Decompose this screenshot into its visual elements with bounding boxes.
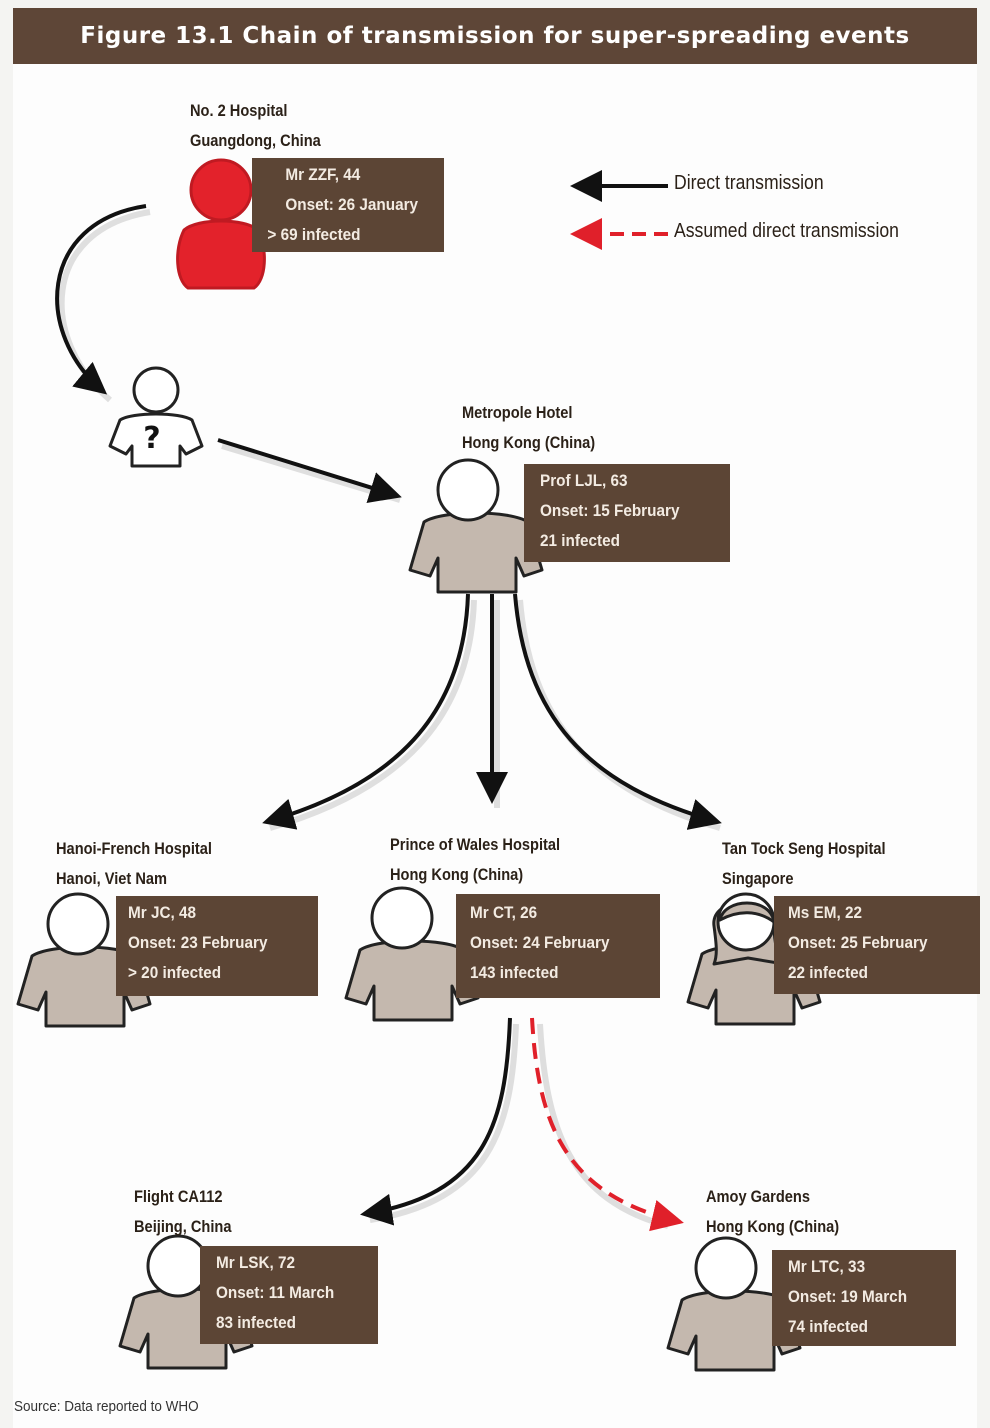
person-icon-guangdong	[176, 158, 266, 290]
person-icon-amoy	[666, 1236, 802, 1372]
person-icon-wales	[344, 886, 480, 1022]
flight-place-label: Flight CA112 Beijing, China	[134, 1187, 232, 1236]
guangdong-info-box: Mr ZZF, 44 Onset: 26 January > 69 infect…	[252, 158, 444, 252]
metropole-place-label: Metropole Hotel Hong Kong (China)	[462, 403, 596, 452]
figure-title: Figure 13.1 Chain of transmission for su…	[13, 8, 977, 64]
link-unknown-to-metropole	[217, 438, 402, 503]
flight-info-box: Mr LSK, 72 Onset: 11 March 83 infected	[200, 1246, 378, 1344]
person-icon-hanoi	[16, 892, 152, 1028]
link-wales-to-amoy	[530, 1017, 684, 1232]
amoy-info-box: Mr LTC, 33 Onset: 19 March 74 infected	[772, 1250, 956, 1346]
person-icon-metropole	[408, 458, 544, 594]
link-guangdong-to-unknown	[55, 204, 147, 395]
link-wales-to-flight	[360, 1017, 512, 1226]
guangdong-place-label: No. 2 Hospital Guangdong, China	[190, 101, 321, 150]
link-metropole-to-singapore	[513, 593, 722, 830]
person-icon-unknown: ?	[108, 366, 204, 468]
singapore-info-box: Ms EM, 22 Onset: 25 February 22 infected	[774, 896, 980, 994]
hanoi-place-label: Hanoi-French Hospital Hanoi, Viet Nam	[56, 839, 212, 888]
source-note: Source: Data reported to WHO	[14, 1398, 199, 1415]
hanoi-info-box: Mr JC, 48 Onset: 23 February > 20 infect…	[116, 896, 318, 996]
person-icon-flight	[118, 1234, 254, 1370]
wales-place-label: Prince of Wales Hospital Hong Kong (Chin…	[390, 835, 561, 884]
metropole-info-box: Prof LJL, 63 Onset: 15 February 21 infec…	[524, 464, 730, 562]
link-metropole-to-hanoi	[262, 593, 470, 830]
legend-direct-label: Direct transmission	[674, 172, 824, 194]
legend-assumed-label: Assumed direct transmission	[674, 220, 899, 242]
singapore-place-label: Tan Tock Seng Hospital Singapore	[722, 839, 886, 888]
svg-text:?: ?	[143, 421, 160, 456]
amoy-place-label: Amoy Gardens Hong Kong (China)	[706, 1187, 840, 1236]
wales-info-box: Mr CT, 26 Onset: 24 February 143 infecte…	[456, 894, 660, 998]
